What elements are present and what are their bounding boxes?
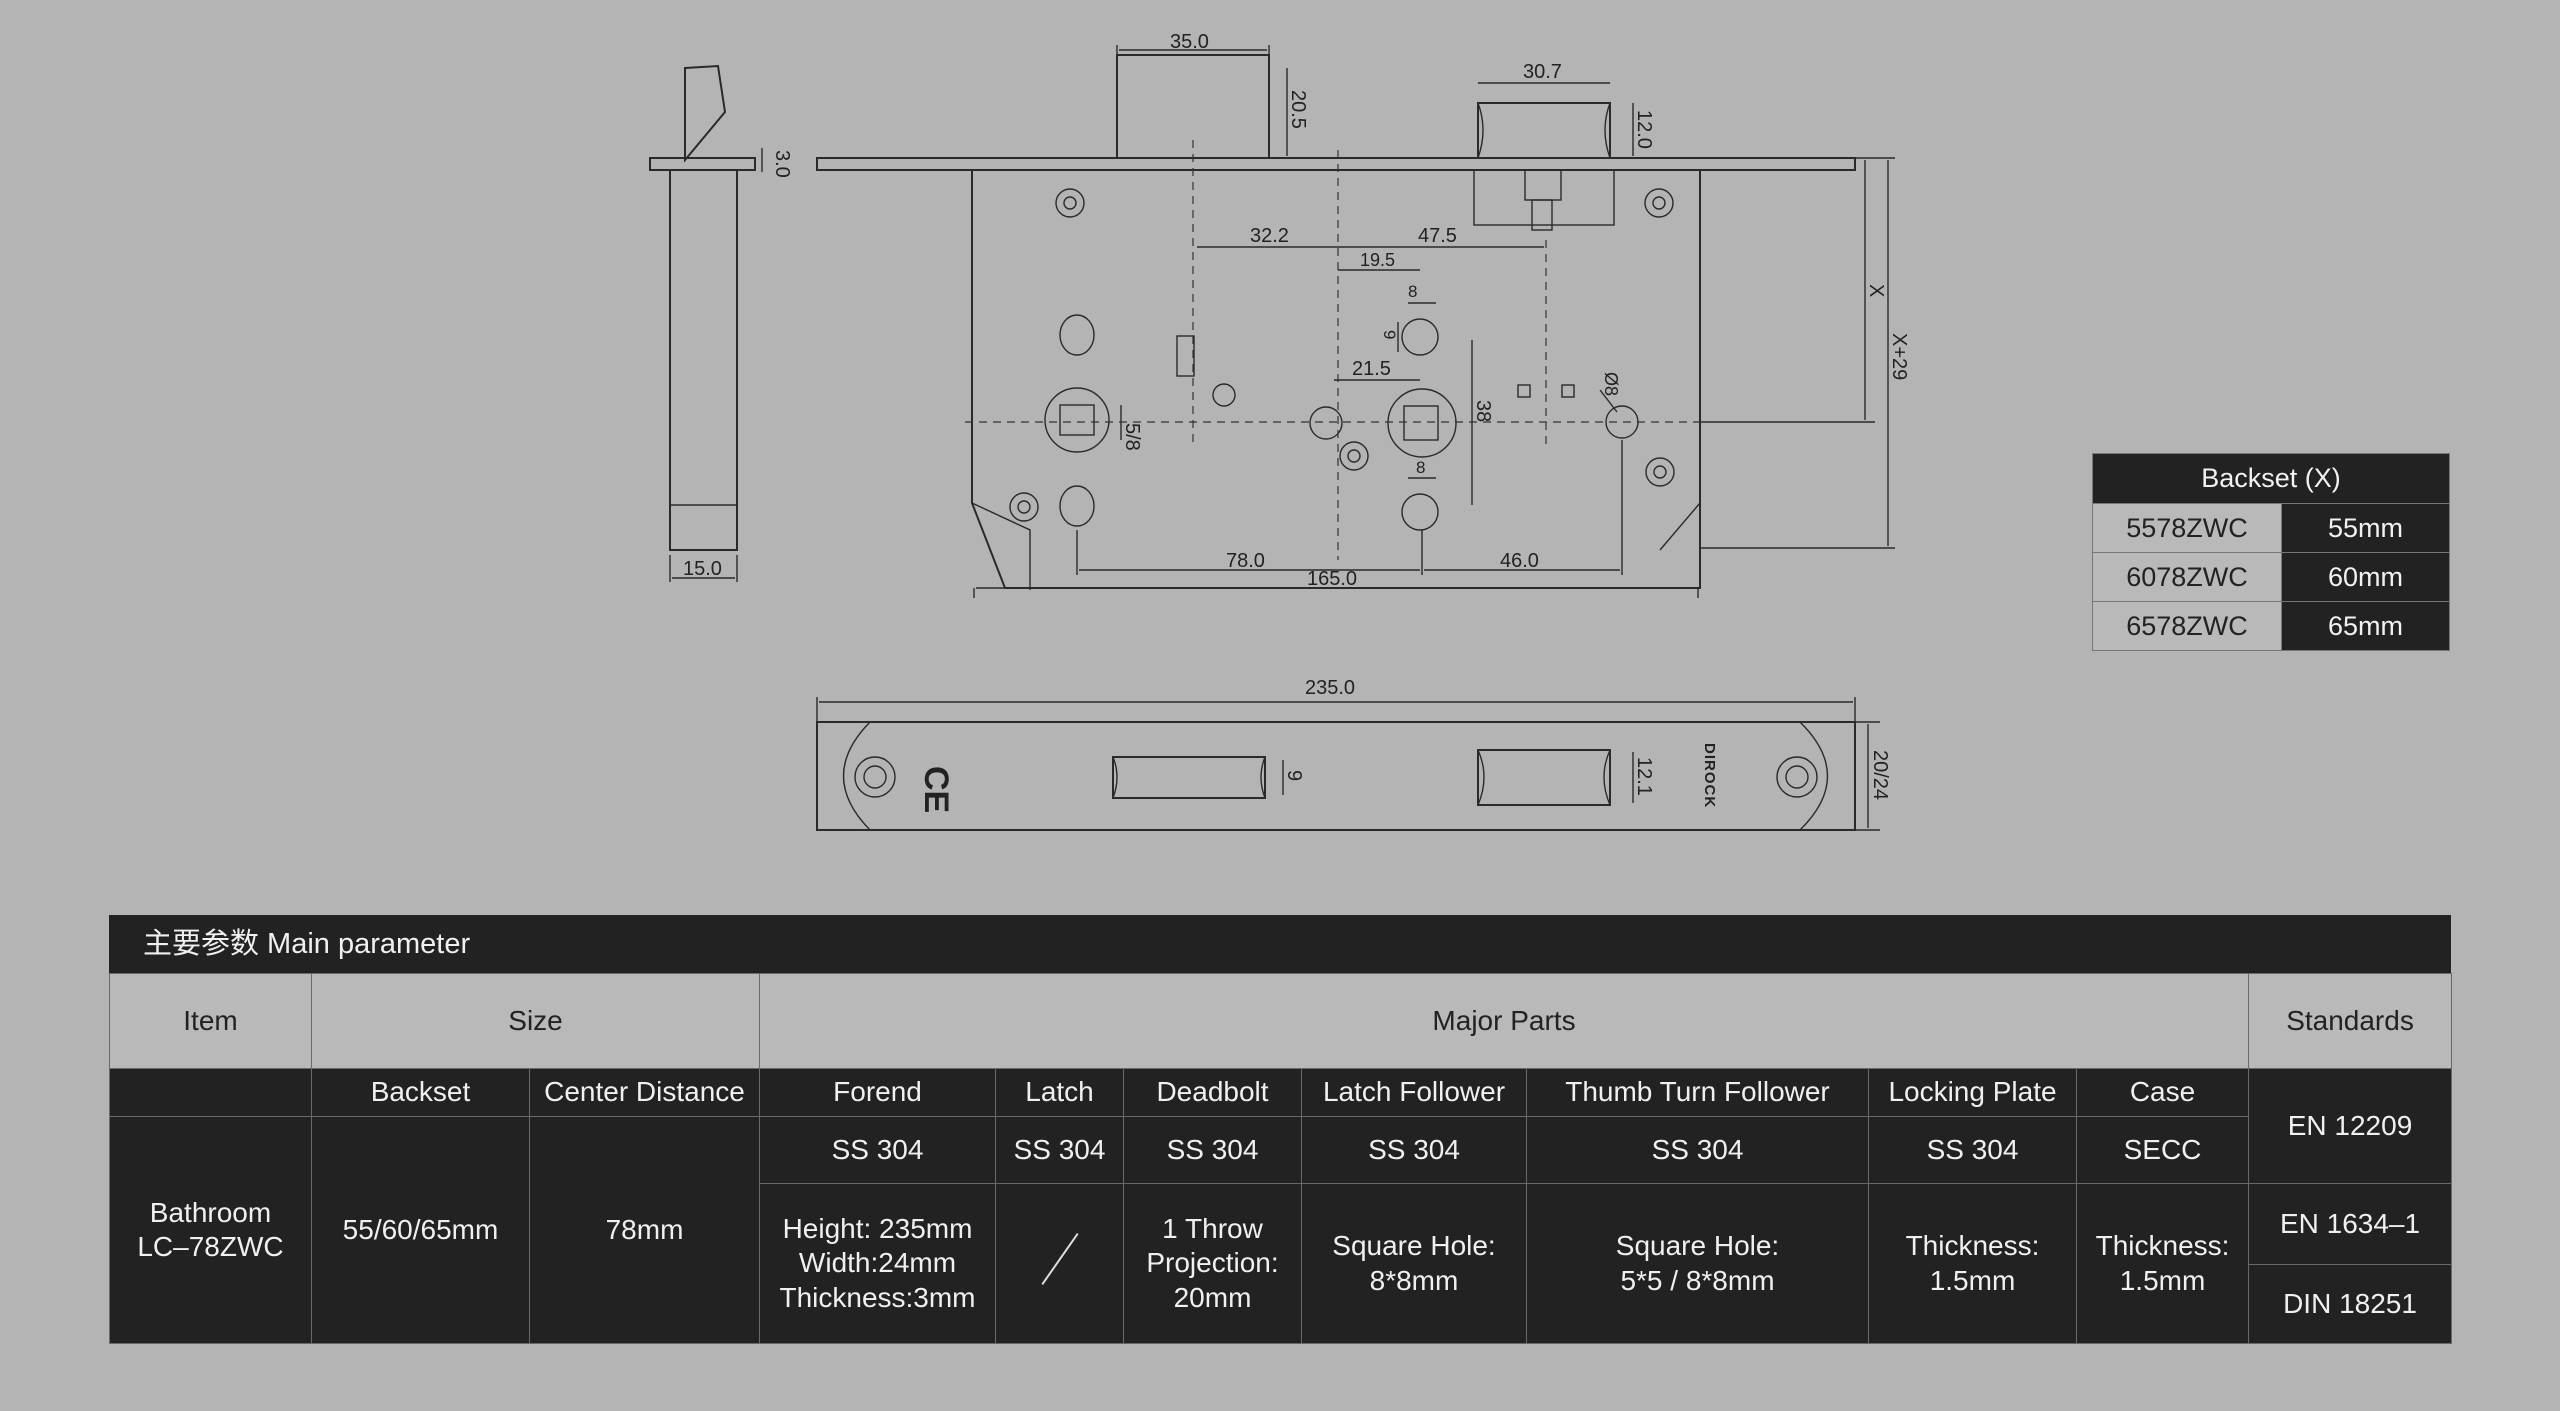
dim-3: 3.0 xyxy=(771,150,793,178)
sub-header-latch: Latch xyxy=(995,1068,1124,1117)
backset-value: 55mm xyxy=(2281,503,2450,553)
case-material: SECC xyxy=(2075,1116,2250,1184)
dim-faceplate-height: 20/24 xyxy=(1869,750,1891,800)
dim-38: 38 xyxy=(1472,400,1494,422)
item-name: Bathroom LC–78ZWC xyxy=(109,1116,312,1344)
dim-bolt-slot: 12.1 xyxy=(1633,757,1655,796)
dim-x: X xyxy=(1865,284,1887,297)
deadbolt-spec: 1 Throw Projection: 20mm xyxy=(1123,1183,1302,1344)
sub-header-deadbolt: Deadbolt xyxy=(1123,1068,1302,1117)
dim-78: 78.0 xyxy=(1226,550,1265,572)
latch-spec-empty xyxy=(995,1183,1124,1344)
dim-faceplate-length: 235.0 xyxy=(1305,677,1355,699)
param-table-title: 主要参数 Main parameter xyxy=(109,915,2451,973)
thumb-turn-follower-material: SS 304 xyxy=(1526,1116,1869,1184)
sub-header-latch-follower: Latch Follower xyxy=(1301,1068,1527,1117)
lock-technical-drawing: 15.0 3.0 35.0 20.5 30.7 12.0 xyxy=(649,31,1910,831)
sub-header-case: Case xyxy=(2075,1068,2250,1117)
latch-follower-spec: Square Hole: 8*8mm xyxy=(1301,1183,1527,1344)
forend-material: SS 304 xyxy=(759,1116,996,1184)
dim-9: 9 xyxy=(1380,330,1399,339)
dim-165: 165.0 xyxy=(1307,568,1357,590)
latch-follower-material: SS 304 xyxy=(1301,1116,1527,1184)
standard-en-12209: EN 12209 xyxy=(2248,1068,2453,1184)
backset-value: 65mm xyxy=(2281,601,2450,651)
header-item: Item xyxy=(109,973,312,1069)
standard-en-1634: EN 1634–1 xyxy=(2249,1184,2452,1265)
dim-latch-height: 20.5 xyxy=(1287,90,1309,129)
main-parameter-table: Item Size Major Parts Standards Backset … xyxy=(109,973,2453,1344)
brand-logo: DIROCK xyxy=(1701,743,1718,808)
faceplate-view: 235.0 CE 9 12.1 DIROCK 20/24 xyxy=(816,677,1891,831)
ce-mark: CE xyxy=(917,766,955,813)
sub-header-locking-plate: Locking Plate xyxy=(1868,1068,2077,1117)
side-view: 15.0 3.0 xyxy=(649,64,793,582)
slash-icon xyxy=(1040,1233,1079,1286)
backset-model: 6578ZWC xyxy=(2092,601,2282,651)
dim-19-5: 19.5 xyxy=(1360,250,1395,270)
table-row: 6078ZWC 60mm xyxy=(2092,552,2450,602)
dim-47-5: 47.5 xyxy=(1418,225,1457,247)
header-major-parts: Major Parts xyxy=(758,973,2250,1069)
center-distance-value: 78mm xyxy=(529,1116,760,1344)
standards-cell: EN 1634–1 DIN 18251 xyxy=(2248,1183,2453,1344)
sub-header-center-distance: Center Distance xyxy=(529,1068,760,1117)
header-size: Size xyxy=(311,973,760,1069)
dim-latch-slot: 9 xyxy=(1283,770,1305,781)
sub-header-backset: Backset xyxy=(311,1068,530,1117)
locking-plate-material: SS 304 xyxy=(1868,1116,2077,1184)
sub-header-forend: Forend xyxy=(759,1068,996,1117)
header-standards: Standards xyxy=(2248,973,2453,1069)
dim-hole-dia: Ø8 xyxy=(1601,372,1621,396)
dim-deadbolt-height: 12.0 xyxy=(1633,110,1655,149)
backset-value: 55/60/65mm xyxy=(311,1116,530,1344)
material-row: Bathroom LC–78ZWC 55/60/65mm 78mm SS 304… xyxy=(109,1116,2452,1344)
case-spec: Thickness: 1.5mm xyxy=(2075,1183,2250,1344)
standard-din-18251: DIN 18251 xyxy=(2283,1288,2417,1319)
backset-header: Backset (X) xyxy=(2092,453,2450,504)
dim-8-bottom: 8 xyxy=(1416,458,1425,477)
dim-21-5: 21.5 xyxy=(1352,358,1391,380)
dim-46: 46.0 xyxy=(1500,550,1539,572)
sub-header-thumb-turn-follower: Thumb Turn Follower xyxy=(1526,1068,1869,1117)
thumb-turn-follower-spec: Square Hole: 5*5 / 8*8mm xyxy=(1526,1183,1869,1344)
dim-deadbolt-width: 30.7 xyxy=(1523,61,1562,83)
spec-row: Height: 235mm Width:24mm Thickness:3mm 1… xyxy=(110,1183,2453,1344)
backset-model: 5578ZWC xyxy=(2092,503,2282,553)
table-row: 6578ZWC 65mm xyxy=(2092,601,2450,651)
dim-15: 15.0 xyxy=(683,558,722,580)
latch-material: SS 304 xyxy=(995,1116,1124,1184)
backset-table: Backset (X) 5578ZWC 55mm 6078ZWC 60mm 65… xyxy=(2092,453,2450,651)
sub-header-row: Backset Center Distance Forend Latch Dea… xyxy=(109,1068,2453,1184)
dim-8-top: 8 xyxy=(1408,282,1417,301)
dim-latch-width: 35.0 xyxy=(1170,31,1209,53)
header-row: Item Size Major Parts Standards xyxy=(109,973,2453,1069)
backset-value: 60mm xyxy=(2281,552,2450,602)
sub-header-empty xyxy=(109,1068,312,1117)
dim-32-2: 32.2 xyxy=(1250,225,1289,247)
table-row: 5578ZWC 55mm xyxy=(2092,503,2450,553)
locking-plate-spec: Thickness: 1.5mm xyxy=(1868,1183,2077,1344)
front-view: 35.0 20.5 30.7 12.0 xyxy=(816,31,1910,598)
deadbolt-material: SS 304 xyxy=(1123,1116,1302,1184)
dim-x-29: X+29 xyxy=(1888,333,1910,380)
backset-model: 6078ZWC xyxy=(2092,552,2282,602)
forend-spec: Height: 235mm Width:24mm Thickness:3mm xyxy=(759,1183,996,1344)
dim-5-8: 5/8 xyxy=(1121,423,1143,451)
